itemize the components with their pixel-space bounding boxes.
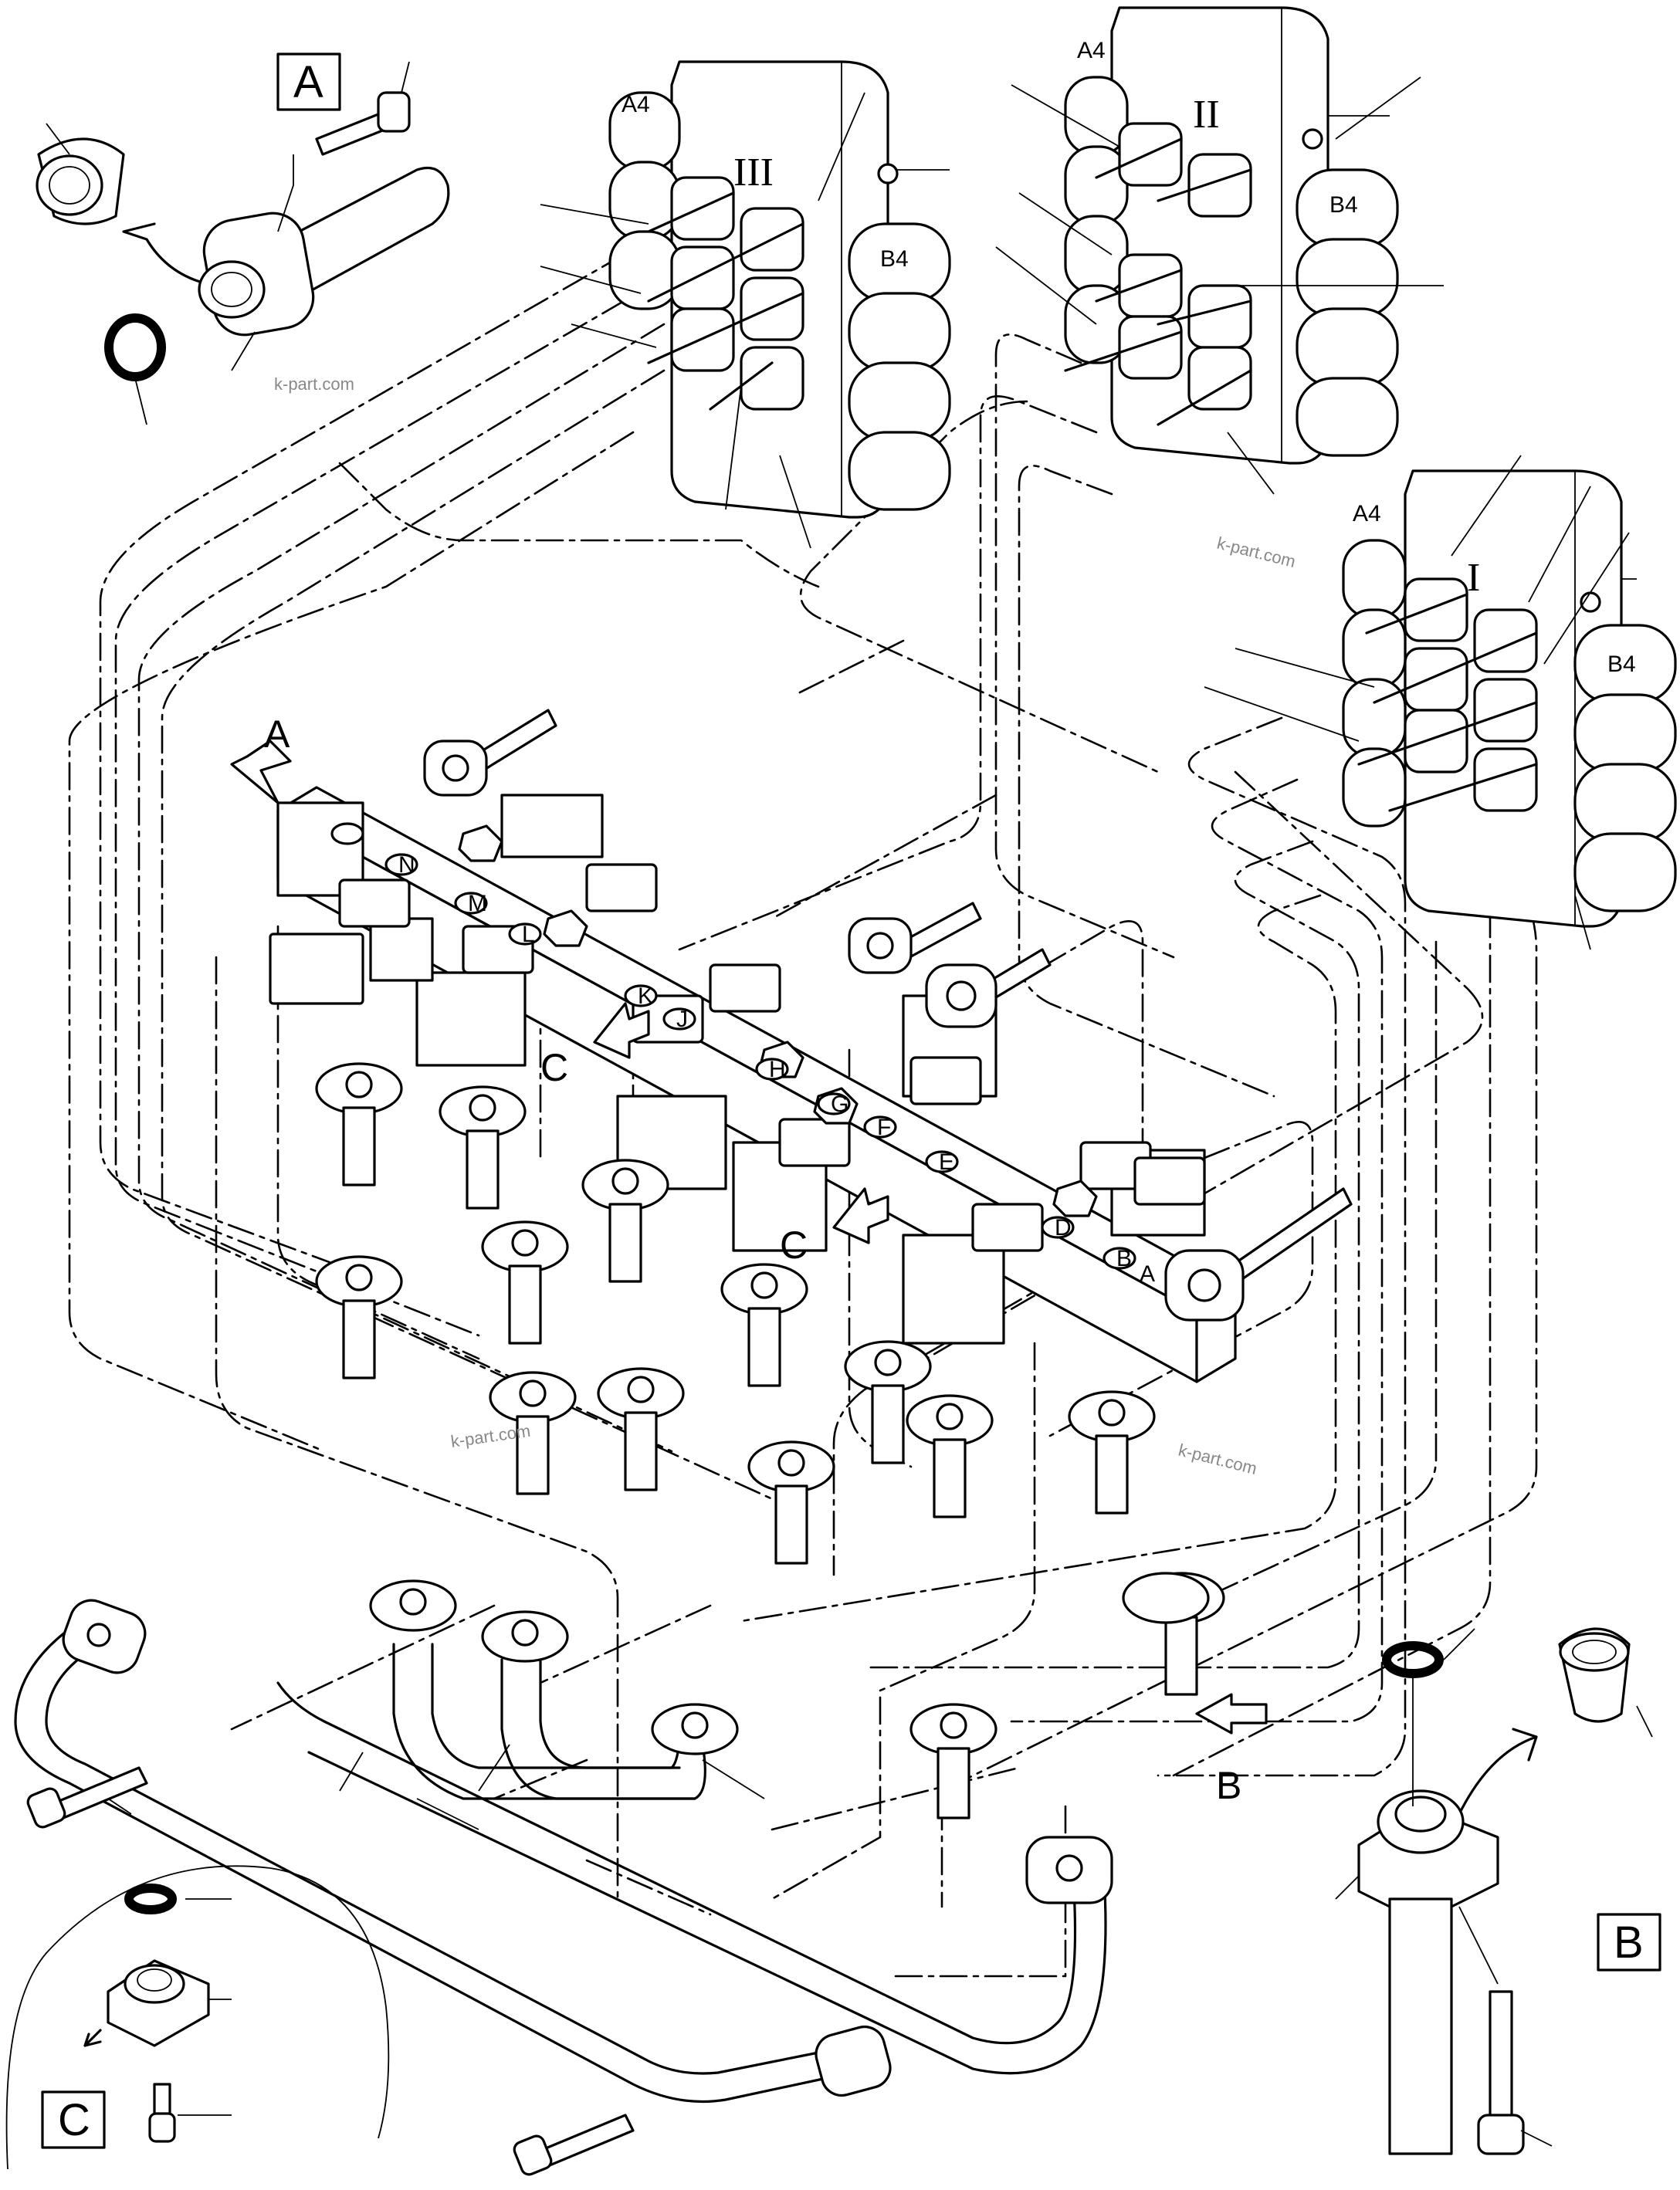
spool-caps-right-iii	[848, 222, 951, 511]
port-label-b4-i: B4	[1607, 652, 1636, 677]
flange-down-12	[747, 1440, 835, 1565]
watermark-2: k-part.com	[1215, 533, 1298, 571]
port-label-a4-iii: A4	[622, 92, 650, 117]
socket-label-b: B	[1116, 1246, 1132, 1271]
port-label-a4-ii: A4	[1077, 38, 1106, 63]
spool-caps-left-i	[1342, 539, 1407, 828]
callout-label-b: B	[1614, 1918, 1644, 1968]
watermark-1: k-part.com	[274, 374, 354, 394]
socket-label-e: E	[939, 1149, 954, 1175]
flange-down-3	[581, 1159, 669, 1283]
socket-label-a: A	[1140, 1261, 1155, 1287]
view-label-c1: C	[540, 1046, 568, 1089]
lower-pipes	[14, 1572, 1210, 2176]
flange-down-11	[1068, 1390, 1156, 1515]
flange-down-9	[844, 1340, 932, 1464]
flange-down-8	[597, 1367, 685, 1491]
inset-b: B	[1335, 1627, 1661, 2155]
view-arrow-c1: C	[540, 1002, 650, 1089]
port-flanges-iii	[647, 176, 804, 411]
socket-label-m: M	[468, 891, 487, 916]
flange-down-14	[909, 1703, 998, 1819]
flange-down-1	[315, 1062, 403, 1186]
valve-block-i: A4 B4 I	[1204, 455, 1677, 950]
view-arrow-a: A	[230, 713, 292, 804]
manifold-sockets	[330, 822, 1136, 1270]
flange-down-10	[906, 1394, 994, 1518]
spool-caps-left-iii	[608, 91, 681, 310]
port-label-b4-ii: B4	[1329, 192, 1358, 218]
flange-fittings	[315, 709, 1353, 1819]
flange-down-7	[489, 1371, 577, 1495]
socket-label-n: N	[398, 852, 415, 878]
view-label-b: B	[1216, 1764, 1241, 1807]
callout-label-c: C	[58, 2095, 90, 2145]
flange-down-2	[439, 1085, 527, 1210]
flange-down-5	[315, 1255, 403, 1379]
central-manifold: N M L K J H G F E D B A	[269, 786, 1237, 1383]
socket-label-h: H	[769, 1057, 786, 1082]
valve-block-ii: A4 B4 II	[995, 6, 1444, 495]
inset-a: A k-part.com	[36, 52, 450, 425]
port-label-b4-iii: B4	[880, 246, 909, 272]
pipe-fitting-mid-2	[925, 948, 1052, 1028]
socket-label-f: F	[877, 1115, 891, 1140]
view-arrow-b: B	[1195, 1693, 1268, 1807]
callout-box-b	[1597, 1913, 1661, 1972]
pipe-fitting-top-left	[423, 709, 557, 797]
socket-label-g: G	[831, 1092, 848, 1117]
watermark-4: k-part.com	[1177, 1440, 1259, 1478]
callout-box-c	[41, 2090, 106, 2149]
port-flanges-i	[1357, 577, 1538, 812]
callout-box-a	[276, 52, 341, 111]
view-arrow-c2: C	[780, 1187, 889, 1267]
socket-label-d: D	[1055, 1215, 1072, 1241]
roman-label-ii: II	[1193, 93, 1220, 137]
valve-block-iii: A4 B4 III	[540, 60, 951, 549]
port-label-a4-i: A4	[1353, 501, 1381, 526]
socket-label-j: J	[676, 1007, 688, 1032]
callout-label-a: A	[293, 57, 323, 107]
flange-down-6	[720, 1263, 808, 1387]
pipe-fitting-mid-1	[848, 902, 982, 974]
roman-label-i: I	[1467, 556, 1480, 600]
manifold-letter-labels: N M L K J H G F E D B A	[398, 852, 1155, 1287]
roman-label-iii: III	[733, 151, 774, 195]
view-label-c2: C	[780, 1224, 808, 1267]
spool-caps-right-ii	[1296, 168, 1399, 457]
bolt-left	[26, 1766, 148, 1829]
spool-caps-right-i	[1573, 624, 1677, 912]
pipe-fitting-right	[1164, 1187, 1353, 1322]
socket-label-l: L	[522, 922, 535, 947]
socket-label-k: K	[638, 983, 653, 1009]
view-label-a: A	[264, 713, 290, 756]
flange-down-4	[481, 1220, 569, 1345]
port-flanges-ii	[1064, 122, 1252, 426]
inset-c: C	[5, 1865, 390, 2170]
bolt-bottom	[513, 2114, 635, 2176]
